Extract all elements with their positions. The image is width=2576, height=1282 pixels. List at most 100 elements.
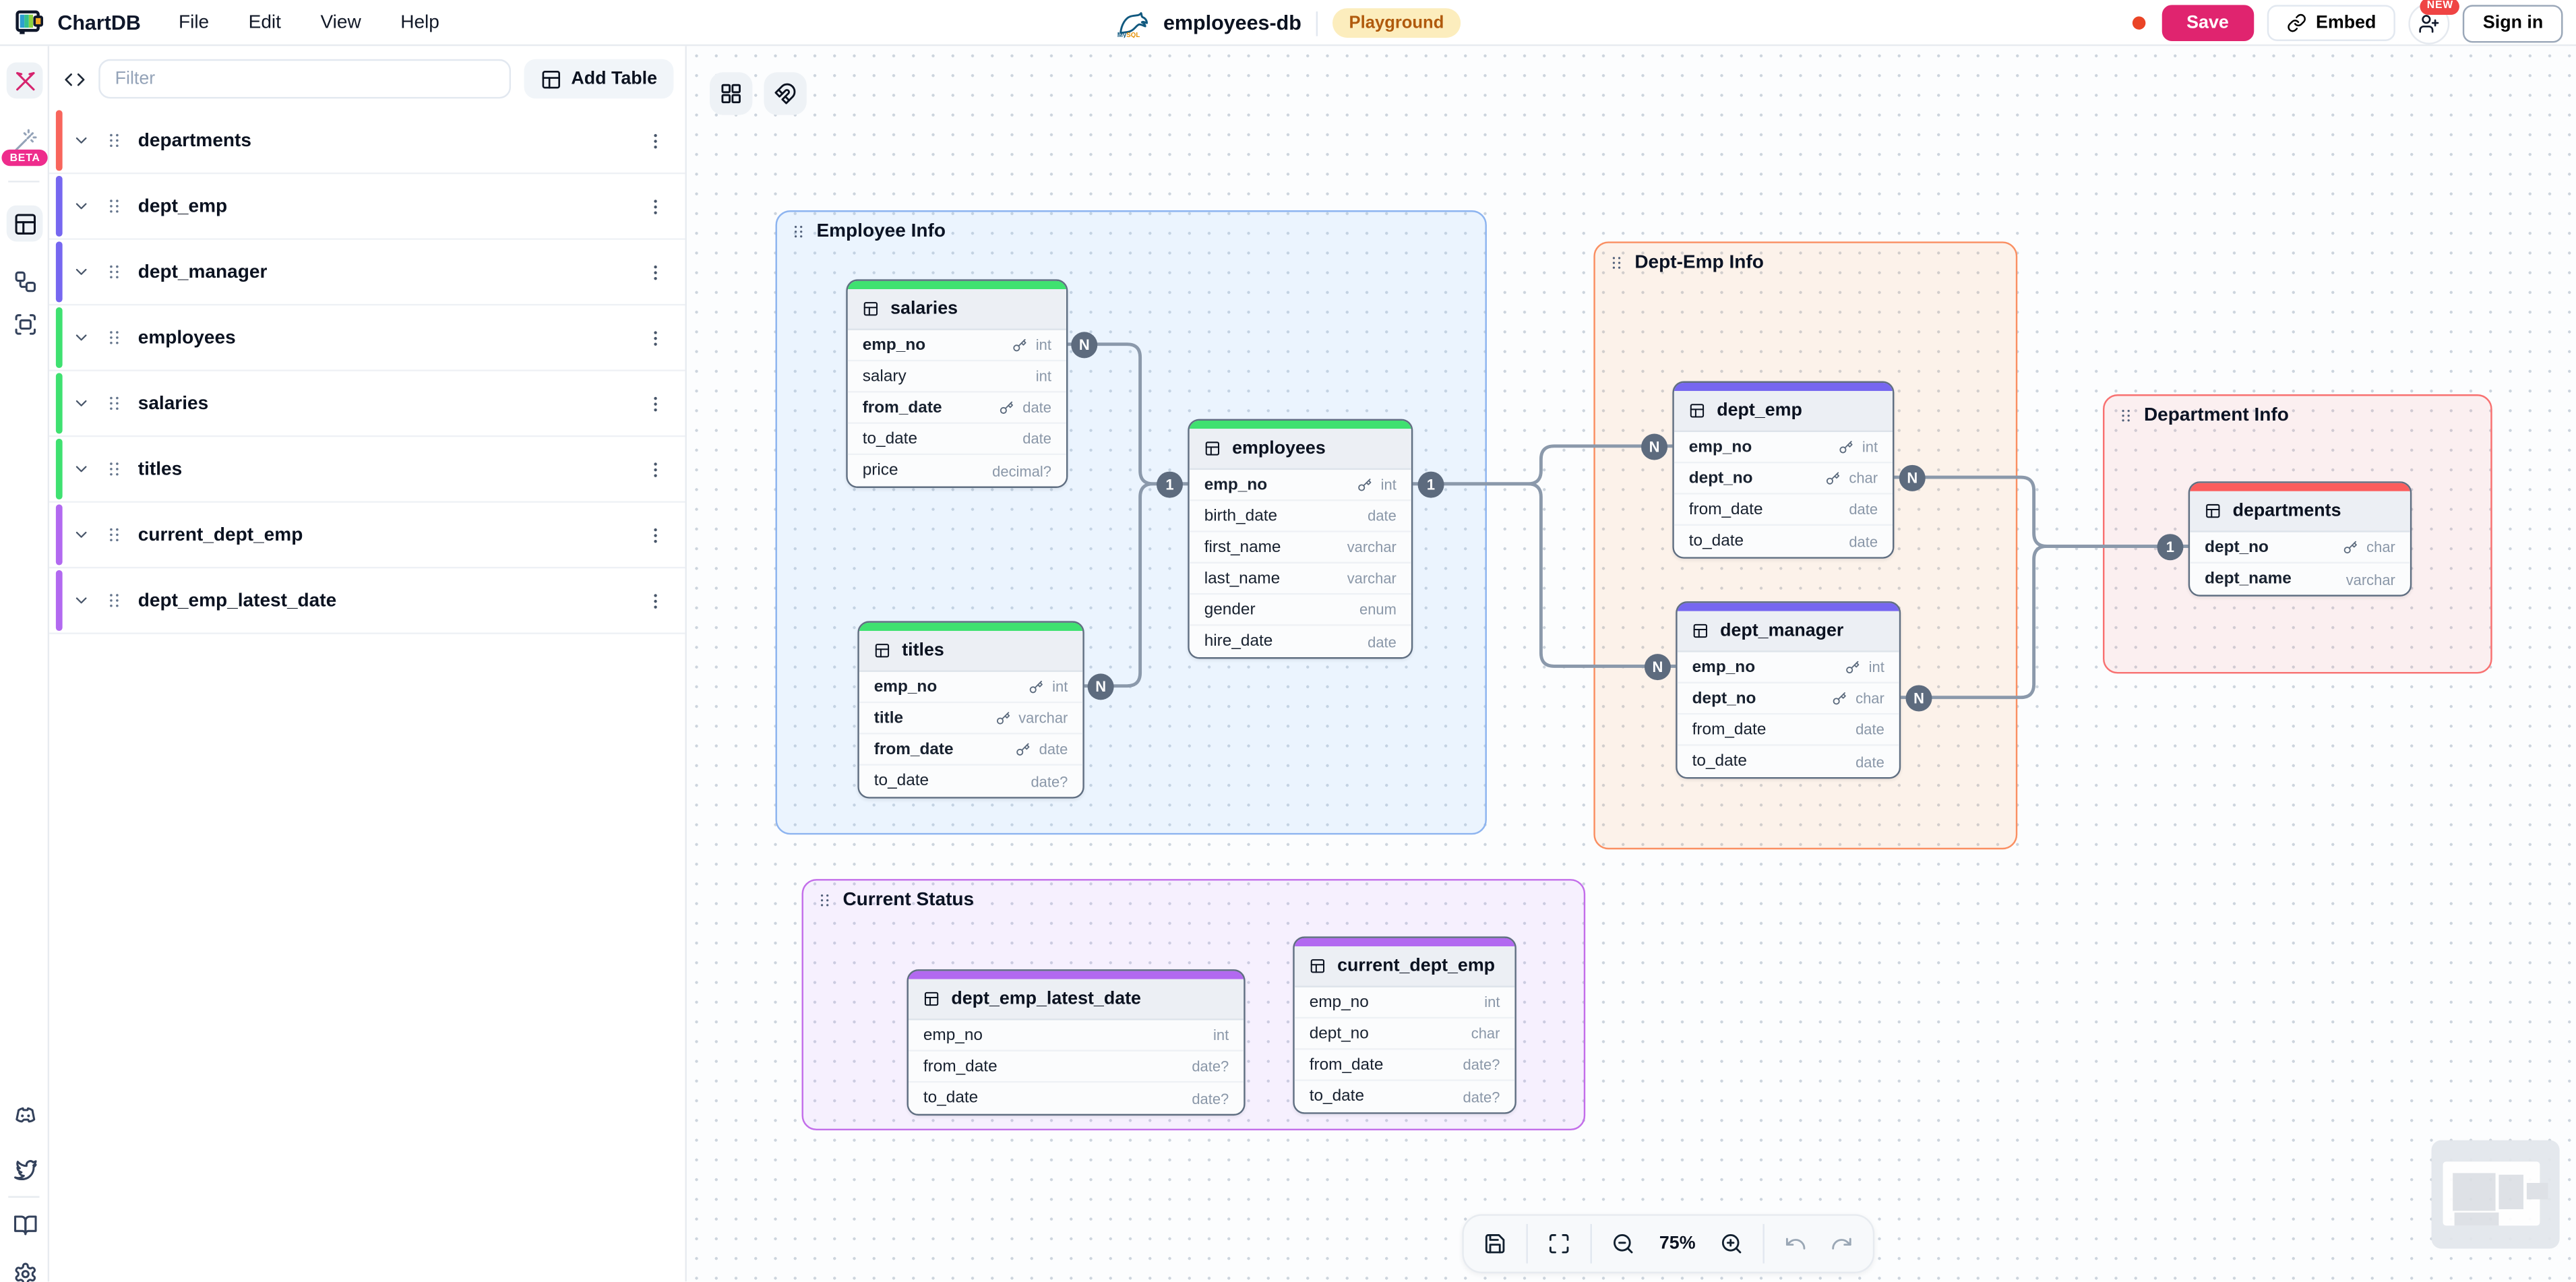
field-row[interactable]: salary int xyxy=(847,361,1066,393)
menu-view[interactable]: View xyxy=(320,12,361,32)
view-code-toggle[interactable] xyxy=(64,68,86,90)
field-row[interactable]: from_date date xyxy=(859,734,1083,766)
chevron-down-icon[interactable] xyxy=(72,329,90,347)
add-table-button[interactable]: Add Table xyxy=(523,59,674,99)
field-row[interactable]: emp_no int xyxy=(1677,652,1899,683)
settings-button[interactable] xyxy=(7,1255,43,1282)
table-node-titles[interactable]: titles emp_no int title varchar from_dat… xyxy=(857,621,1084,799)
drag-handle-icon[interactable] xyxy=(105,592,123,610)
chevron-down-icon[interactable] xyxy=(72,131,90,150)
fit-view-button[interactable] xyxy=(1538,1223,1581,1265)
field-row[interactable]: to_date date xyxy=(847,423,1066,456)
field-row[interactable]: dept_no char xyxy=(2190,532,2410,564)
chevron-down-icon[interactable] xyxy=(72,197,90,216)
table-menu-button[interactable] xyxy=(642,259,669,285)
table-node-salaries[interactable]: salaries emp_no int salary int from_date… xyxy=(846,279,1068,488)
sidebar-item-titles[interactable]: titles xyxy=(49,437,685,503)
field-row[interactable]: gender enum xyxy=(1189,594,1411,626)
table-menu-button[interactable] xyxy=(642,587,669,613)
table-header[interactable]: salaries xyxy=(847,289,1066,330)
table-header[interactable]: titles xyxy=(859,631,1083,672)
drag-handle-icon[interactable] xyxy=(816,892,832,909)
field-row[interactable]: emp_no int xyxy=(859,671,1083,704)
zoom-in-button[interactable] xyxy=(1711,1223,1753,1265)
field-row[interactable]: dept_name varchar xyxy=(2190,563,2410,595)
table-node-dept-emp[interactable]: dept_emp emp_no int dept_no char from_da… xyxy=(1672,381,1895,559)
field-row[interactable]: emp_no int xyxy=(847,330,1066,362)
table-menu-button[interactable] xyxy=(642,193,669,219)
field-row[interactable]: last_name varchar xyxy=(1189,563,1411,595)
sidebar-item-employees[interactable]: employees xyxy=(49,305,685,371)
table-header[interactable]: dept_emp xyxy=(1674,391,1893,433)
area-label[interactable]: Department Info xyxy=(2118,406,2289,425)
areas-panel-tab[interactable] xyxy=(7,305,43,342)
drag-handle-icon[interactable] xyxy=(105,263,123,281)
diagram-title[interactable]: employees-db xyxy=(1163,11,1301,35)
show-all-button[interactable] xyxy=(710,72,753,115)
minimap[interactable] xyxy=(2431,1140,2560,1249)
zoom-out-button[interactable] xyxy=(1602,1223,1645,1265)
area-label[interactable]: Dept-Emp Info xyxy=(1608,253,1764,273)
field-row[interactable]: to_date date xyxy=(1677,745,1899,777)
field-row[interactable]: hire_date date xyxy=(1189,625,1411,657)
field-row[interactable]: dept_no char xyxy=(1677,683,1899,715)
zoom-level[interactable]: 75% xyxy=(1659,1233,1696,1254)
redo-button[interactable] xyxy=(1820,1223,1863,1265)
field-row[interactable]: price decimal? xyxy=(847,455,1066,487)
field-row[interactable]: title varchar xyxy=(859,703,1083,735)
table-header[interactable]: dept_emp_latest_date xyxy=(908,979,1244,1020)
drag-handle-icon[interactable] xyxy=(790,224,806,240)
table-header[interactable]: current_dept_emp xyxy=(1294,946,1515,987)
drag-handle-icon[interactable] xyxy=(105,329,123,347)
table-menu-button[interactable] xyxy=(642,456,669,482)
field-row[interactable]: from_date date xyxy=(1677,714,1899,746)
menu-help[interactable]: Help xyxy=(400,12,439,32)
diagram-editor-tool[interactable] xyxy=(6,62,43,99)
menu-edit[interactable]: Edit xyxy=(248,12,281,32)
table-node-employees[interactable]: employees emp_no int birth_date date fir… xyxy=(1188,419,1413,659)
table-menu-button[interactable] xyxy=(642,324,669,350)
field-row[interactable]: emp_no int xyxy=(1294,987,1515,1019)
field-row[interactable]: dept_no char xyxy=(1674,463,1893,495)
field-row[interactable]: from_date date? xyxy=(1294,1049,1515,1081)
field-row[interactable]: from_date date xyxy=(1674,494,1893,526)
sidebar-item-salaries[interactable]: salaries xyxy=(49,371,685,437)
field-row[interactable]: to_date date? xyxy=(859,765,1083,797)
table-menu-button[interactable] xyxy=(642,127,669,154)
chevron-down-icon[interactable] xyxy=(72,592,90,610)
drag-handle-icon[interactable] xyxy=(105,526,123,544)
field-row[interactable]: birth_date date xyxy=(1189,501,1411,532)
chevron-down-icon[interactable] xyxy=(72,394,90,413)
table-node-current-dept-emp[interactable]: current_dept_emp emp_no int dept_no char… xyxy=(1293,936,1516,1114)
area-label[interactable]: Current Status xyxy=(816,890,974,910)
relationships-panel-tab[interactable] xyxy=(7,263,43,299)
embed-button[interactable]: Embed xyxy=(2266,5,2396,41)
table-header[interactable]: employees xyxy=(1189,429,1411,470)
field-row[interactable]: emp_no int xyxy=(908,1020,1244,1051)
table-node-dept-emp-latest-date[interactable]: dept_emp_latest_date emp_no int from_dat… xyxy=(907,969,1246,1116)
table-menu-button[interactable] xyxy=(642,390,669,417)
sidebar-item-departments[interactable]: departments xyxy=(49,108,685,175)
drag-handle-icon[interactable] xyxy=(105,131,123,150)
field-row[interactable]: emp_no int xyxy=(1189,470,1411,501)
drag-handle-icon[interactable] xyxy=(2118,408,2134,424)
twitter-link[interactable] xyxy=(7,1150,43,1186)
chevron-down-icon[interactable] xyxy=(72,263,90,281)
drag-handle-icon[interactable] xyxy=(105,197,123,216)
snap-magnet-button[interactable] xyxy=(764,72,807,115)
sidebar-item-dept-emp[interactable]: dept_emp xyxy=(49,174,685,240)
chevron-down-icon[interactable] xyxy=(72,526,90,544)
invite-user-button[interactable]: NEW xyxy=(2409,0,2460,44)
table-node-departments[interactable]: departments dept_no char dept_name varch… xyxy=(2188,481,2412,597)
field-row[interactable]: from_date date? xyxy=(908,1051,1244,1083)
save-button[interactable]: Save xyxy=(2161,5,2254,41)
drag-handle-icon[interactable] xyxy=(105,460,123,479)
sidebar-item-dept-manager[interactable]: dept_manager xyxy=(49,239,685,306)
table-menu-button[interactable] xyxy=(642,522,669,548)
docs-button[interactable] xyxy=(7,1206,43,1242)
discord-link[interactable] xyxy=(7,1097,43,1134)
table-node-dept-manager[interactable]: dept_manager emp_no int dept_no char fro… xyxy=(1676,601,1901,779)
table-header[interactable]: dept_manager xyxy=(1677,611,1899,652)
menu-file[interactable]: File xyxy=(178,12,210,32)
save-diagram-button[interactable] xyxy=(1473,1223,1516,1265)
